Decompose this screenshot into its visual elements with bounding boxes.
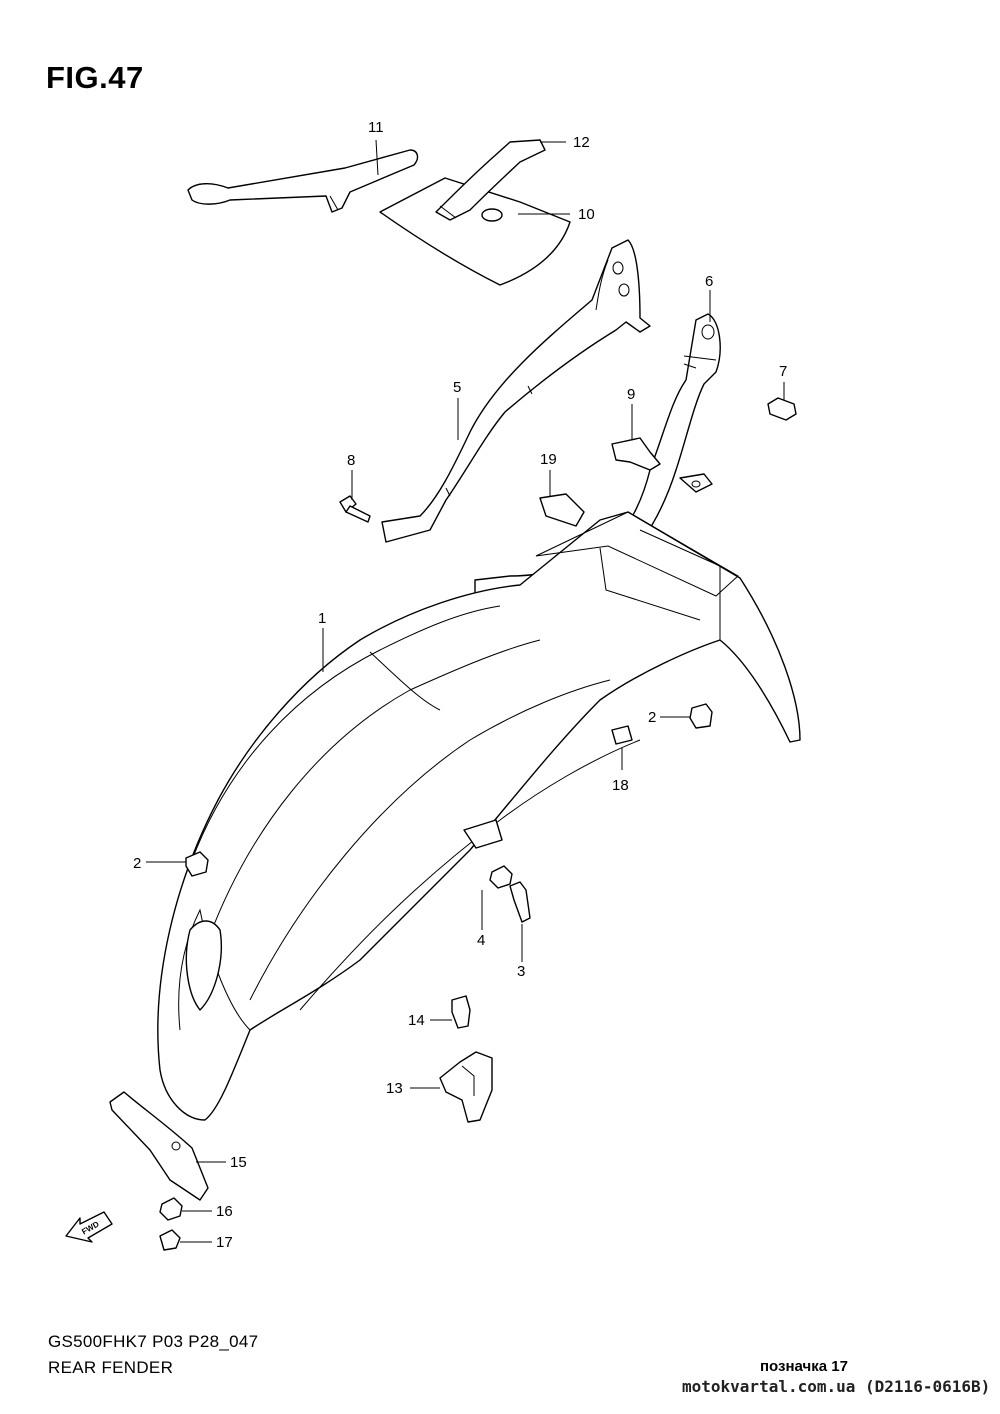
model-code: GS500FHK7 P03 P28_047 xyxy=(48,1332,259,1351)
part-11-strap xyxy=(187,149,419,213)
callout-13: 13 xyxy=(386,1080,403,1097)
part-14-bolt xyxy=(451,995,471,1029)
callout-labels: 11 12 10 6 7 5 9 8 19 1 2 18 2 4 3 14 13… xyxy=(133,119,787,1251)
callout-17: 17 xyxy=(216,1234,233,1251)
part-10-seat-pad xyxy=(379,177,571,286)
callout-15: 15 xyxy=(230,1154,247,1171)
callout-14: 14 xyxy=(408,1012,425,1029)
callout-9: 9 xyxy=(627,386,635,403)
callout-12: 12 xyxy=(573,134,590,151)
callout-2b: 2 xyxy=(133,855,141,872)
callout-6: 6 xyxy=(705,273,713,290)
part-13-clip xyxy=(439,1051,493,1123)
part-17-bolt xyxy=(159,1229,181,1251)
part-3-screw xyxy=(509,881,531,923)
leader-lines xyxy=(146,139,785,1243)
callout-18: 18 xyxy=(612,777,629,794)
part-9-bracket xyxy=(611,437,713,493)
site-watermark: motokvartal.com.ua (D2116-0616B) xyxy=(682,1377,991,1396)
callout-5: 5 xyxy=(453,379,461,396)
fwd-arrow-icon: FWD xyxy=(65,1211,113,1243)
part-12-band xyxy=(435,139,546,221)
callout-8: 8 xyxy=(347,452,355,469)
part-4-washer xyxy=(489,865,513,889)
part-5-frame-left xyxy=(381,239,651,543)
part-2-bolt-lower xyxy=(185,851,209,877)
figure-title: FIG.47 xyxy=(46,60,144,95)
callout-19: 19 xyxy=(540,451,557,468)
callout-10: 10 xyxy=(578,206,595,223)
part-1-rear-fender xyxy=(157,511,801,1121)
callout-3: 3 xyxy=(517,963,525,980)
part-8-bolt xyxy=(339,495,371,523)
part-18-pad xyxy=(611,725,633,745)
part-2-bolt-upper xyxy=(689,703,713,729)
callout-2a: 2 xyxy=(648,709,656,726)
callout-1: 1 xyxy=(318,610,326,627)
callout-16: 16 xyxy=(216,1203,233,1220)
part-group-name: REAR FENDER xyxy=(48,1358,174,1377)
callout-7: 7 xyxy=(779,363,787,380)
mark-label: позначка 17 xyxy=(760,1358,848,1375)
part-7-bolt xyxy=(767,397,797,421)
part-15-bracket xyxy=(109,1091,209,1201)
callout-11: 11 xyxy=(368,119,384,136)
part-19-pad xyxy=(539,493,585,527)
callout-4: 4 xyxy=(477,932,485,949)
part-16-nut xyxy=(159,1197,183,1221)
